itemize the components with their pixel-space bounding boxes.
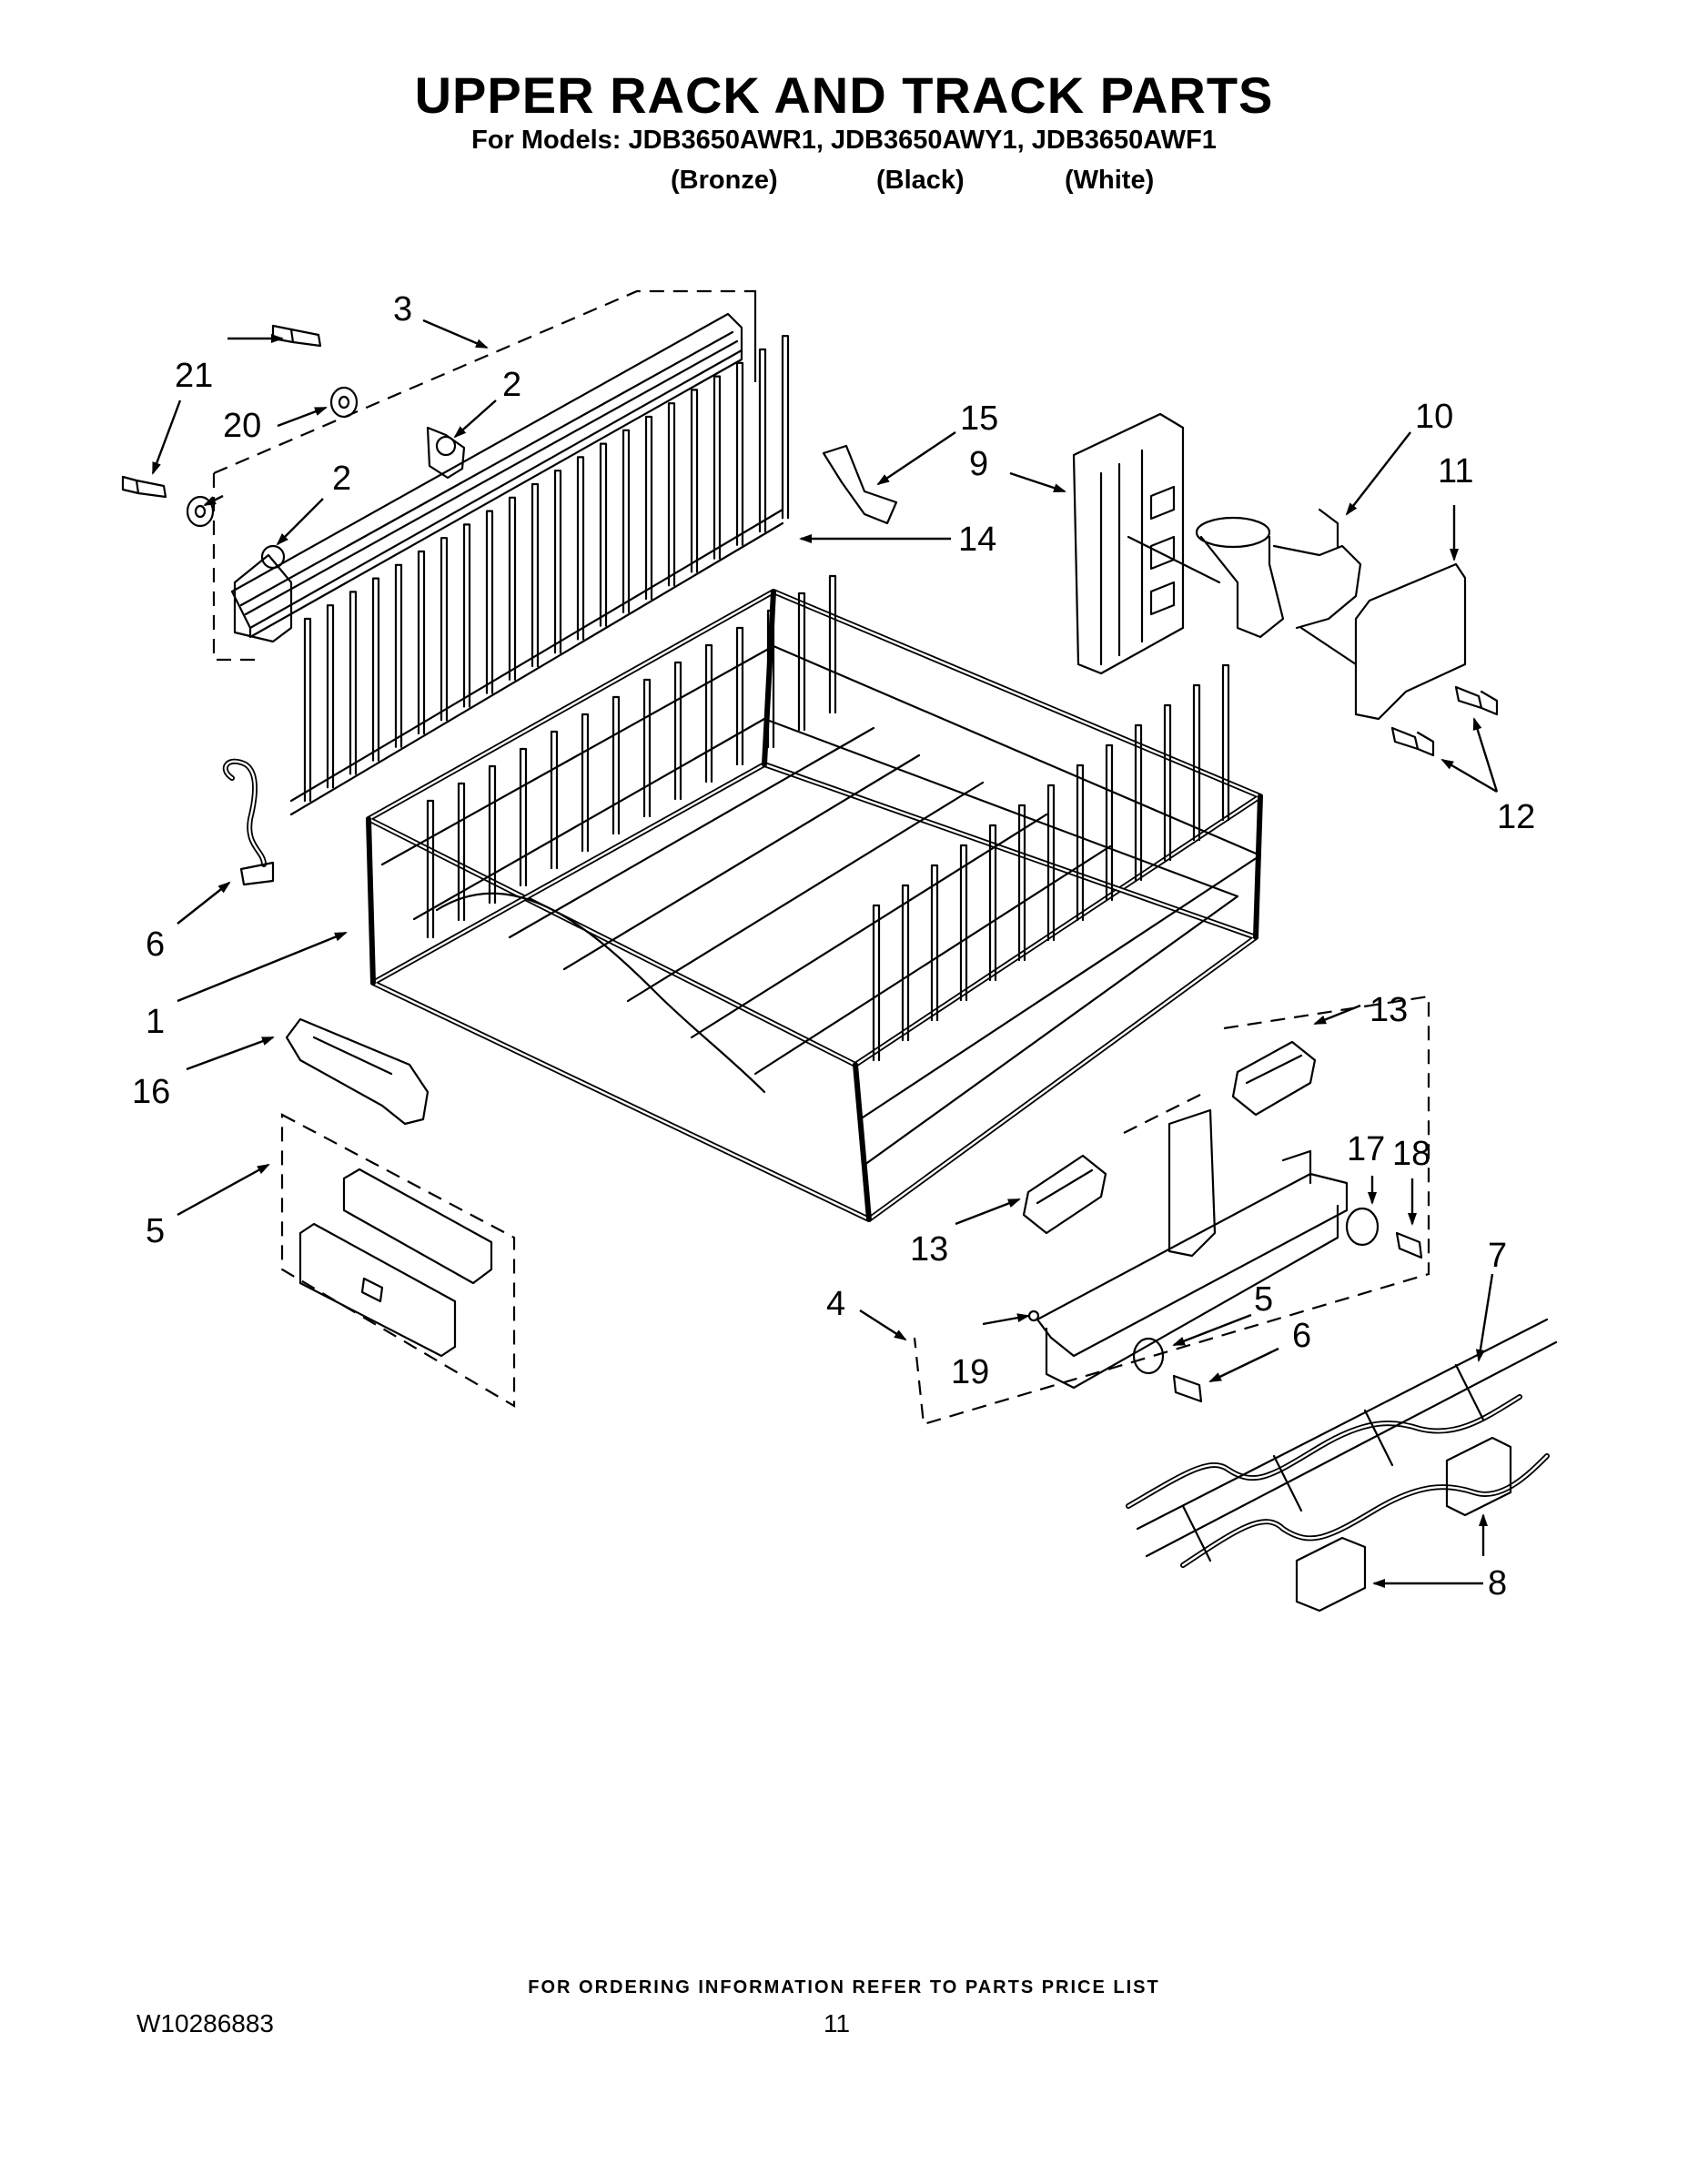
callout-11: 11 <box>1438 452 1473 490</box>
callout-12: 12 <box>1497 798 1535 836</box>
callout-21: 21 <box>175 357 213 395</box>
callout-5-right: 5 <box>1254 1280 1273 1319</box>
callout-13-upper: 13 <box>1370 991 1408 1029</box>
wire-runner-7 <box>1126 1318 1558 1568</box>
track-assembly <box>212 289 757 662</box>
callout-labels: 3 21 2 20 2 15 9 10 11 14 12 6 1 16 13 1… <box>132 290 1535 1603</box>
clip-8 <box>1295 1436 1512 1613</box>
callout-20: 20 <box>223 407 261 445</box>
cover-11 <box>1354 562 1467 721</box>
callout-5-left: 5 <box>146 1212 165 1250</box>
callout-14: 14 <box>958 521 996 559</box>
callout-9: 9 <box>969 445 988 483</box>
color-black: (Black) <box>876 166 965 195</box>
callout-3: 3 <box>393 290 412 329</box>
color-white: (White) <box>1065 166 1155 195</box>
callout-6-right: 6 <box>1292 1317 1311 1355</box>
callout-2-lower: 2 <box>332 460 351 498</box>
callout-4: 4 <box>826 1285 845 1323</box>
clip-13 <box>1022 1040 1317 1235</box>
clip-15 <box>822 444 898 525</box>
callout-17: 17 <box>1347 1130 1385 1168</box>
clip-6-upper <box>222 758 275 886</box>
ordering-note: FOR ORDERING INFORMATION REFER TO PARTS … <box>528 1977 1160 1997</box>
callout-1: 1 <box>146 1003 165 1041</box>
page-number: 11 <box>824 2009 851 2037</box>
washer-20 <box>186 386 359 528</box>
models-line: For Models: JDB3650AWR1, JDB3650AWY1, JD… <box>471 126 1217 155</box>
callout-8: 8 <box>1488 1564 1507 1603</box>
screw-21 <box>121 324 322 499</box>
callout-16: 16 <box>132 1073 170 1111</box>
callout-15: 15 <box>960 399 998 438</box>
bracket-16 <box>285 1017 430 1126</box>
document-number: W10286883 <box>136 2009 275 2037</box>
adjuster-assembly-4 <box>913 995 1430 1426</box>
callout-10: 10 <box>1415 398 1453 436</box>
callout-2-upper: 2 <box>502 366 521 404</box>
callout-6-upper: 6 <box>146 925 165 964</box>
callout-19: 19 <box>951 1353 989 1391</box>
handle-5-left <box>280 1113 516 1408</box>
color-bronze: (Bronze) <box>671 166 778 195</box>
leader-arrows <box>151 318 1499 1588</box>
page-title: UPPER RACK AND TRACK PARTS <box>414 66 1274 124</box>
callout-7: 7 <box>1488 1237 1507 1275</box>
upper-rack <box>366 574 1263 1222</box>
adjuster-arm-10 <box>1195 508 1362 666</box>
callout-18: 18 <box>1392 1135 1430 1173</box>
tine-row-14 <box>289 335 790 816</box>
callout-13-lower: 13 <box>910 1230 948 1269</box>
screw-12 <box>1390 685 1499 757</box>
adjuster-housing-9 <box>1072 412 1221 675</box>
